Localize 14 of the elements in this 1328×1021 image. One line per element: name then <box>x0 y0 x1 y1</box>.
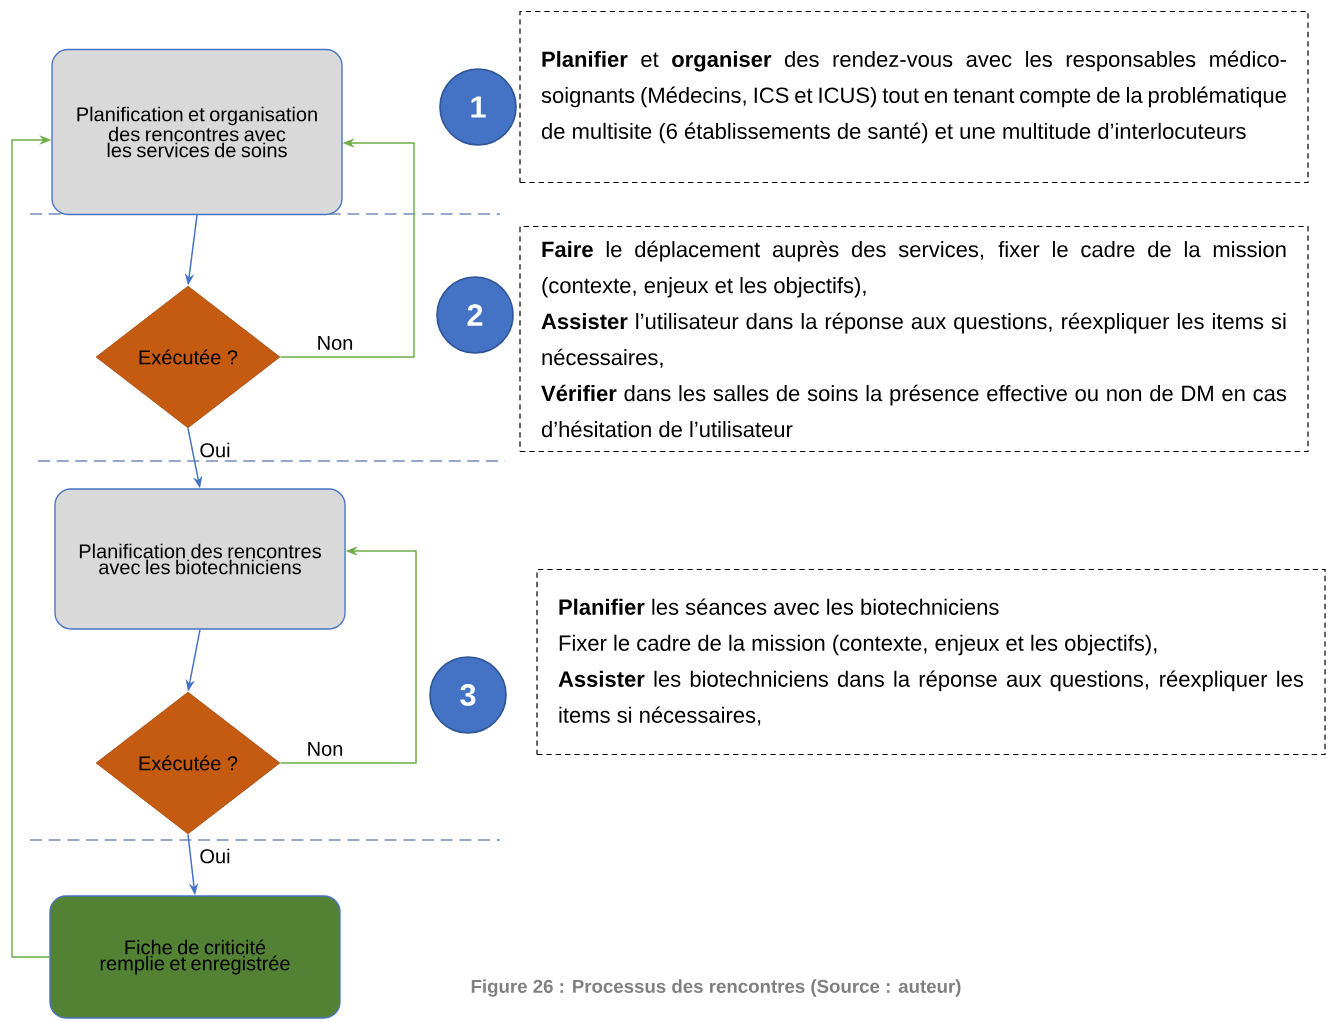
note-box: Planifier et organiser des rendez-vous avec les responsables médico-soignants (Médecins, ICS et ICUS) tout en tenant compte de la problématique de multisite (6 établissements de santé) et une multitude d’interlocuteurs <box>519 10 1309 184</box>
end-box: Fiche de criticité remplie et enregistrée <box>49 895 341 1019</box>
edge-label: Oui <box>198 847 232 865</box>
step-number: 2 <box>436 276 514 354</box>
step-number: 1 <box>439 68 517 146</box>
note-box: Faire le déplacement auprès des services, fixer le cadre de la mission (contexte, enjeux et les objectifs), Assister l’utilisateur dans la réponse aux questions, réexpliquer les items si nécessaires, Vérifier dans les salles de soins la présence effective ou non de DM en cas d’hésitation de l’utilisateur <box>519 225 1309 453</box>
edge-label: Non <box>305 740 345 758</box>
edge-label: Non <box>315 334 355 352</box>
process-box: Planification et organisation des rencontres avec les services de soins <box>51 48 343 216</box>
note-box: Planifier les séances avec les biotechniciens Fixer le cadre de la mission (contexte, enjeux et les objectifs), Assister les biotechniciens dans la réponse aux questions, réexpliquer les items si nécessaires, <box>536 568 1326 756</box>
caption: Figure 26 : Processus des rencontres (Source : auteur) <box>471 979 961 997</box>
edge-label: Oui <box>198 441 232 459</box>
step-number: 3 <box>429 656 507 734</box>
process-box: Planification des rencontres avec les biotechniciens <box>54 488 346 630</box>
